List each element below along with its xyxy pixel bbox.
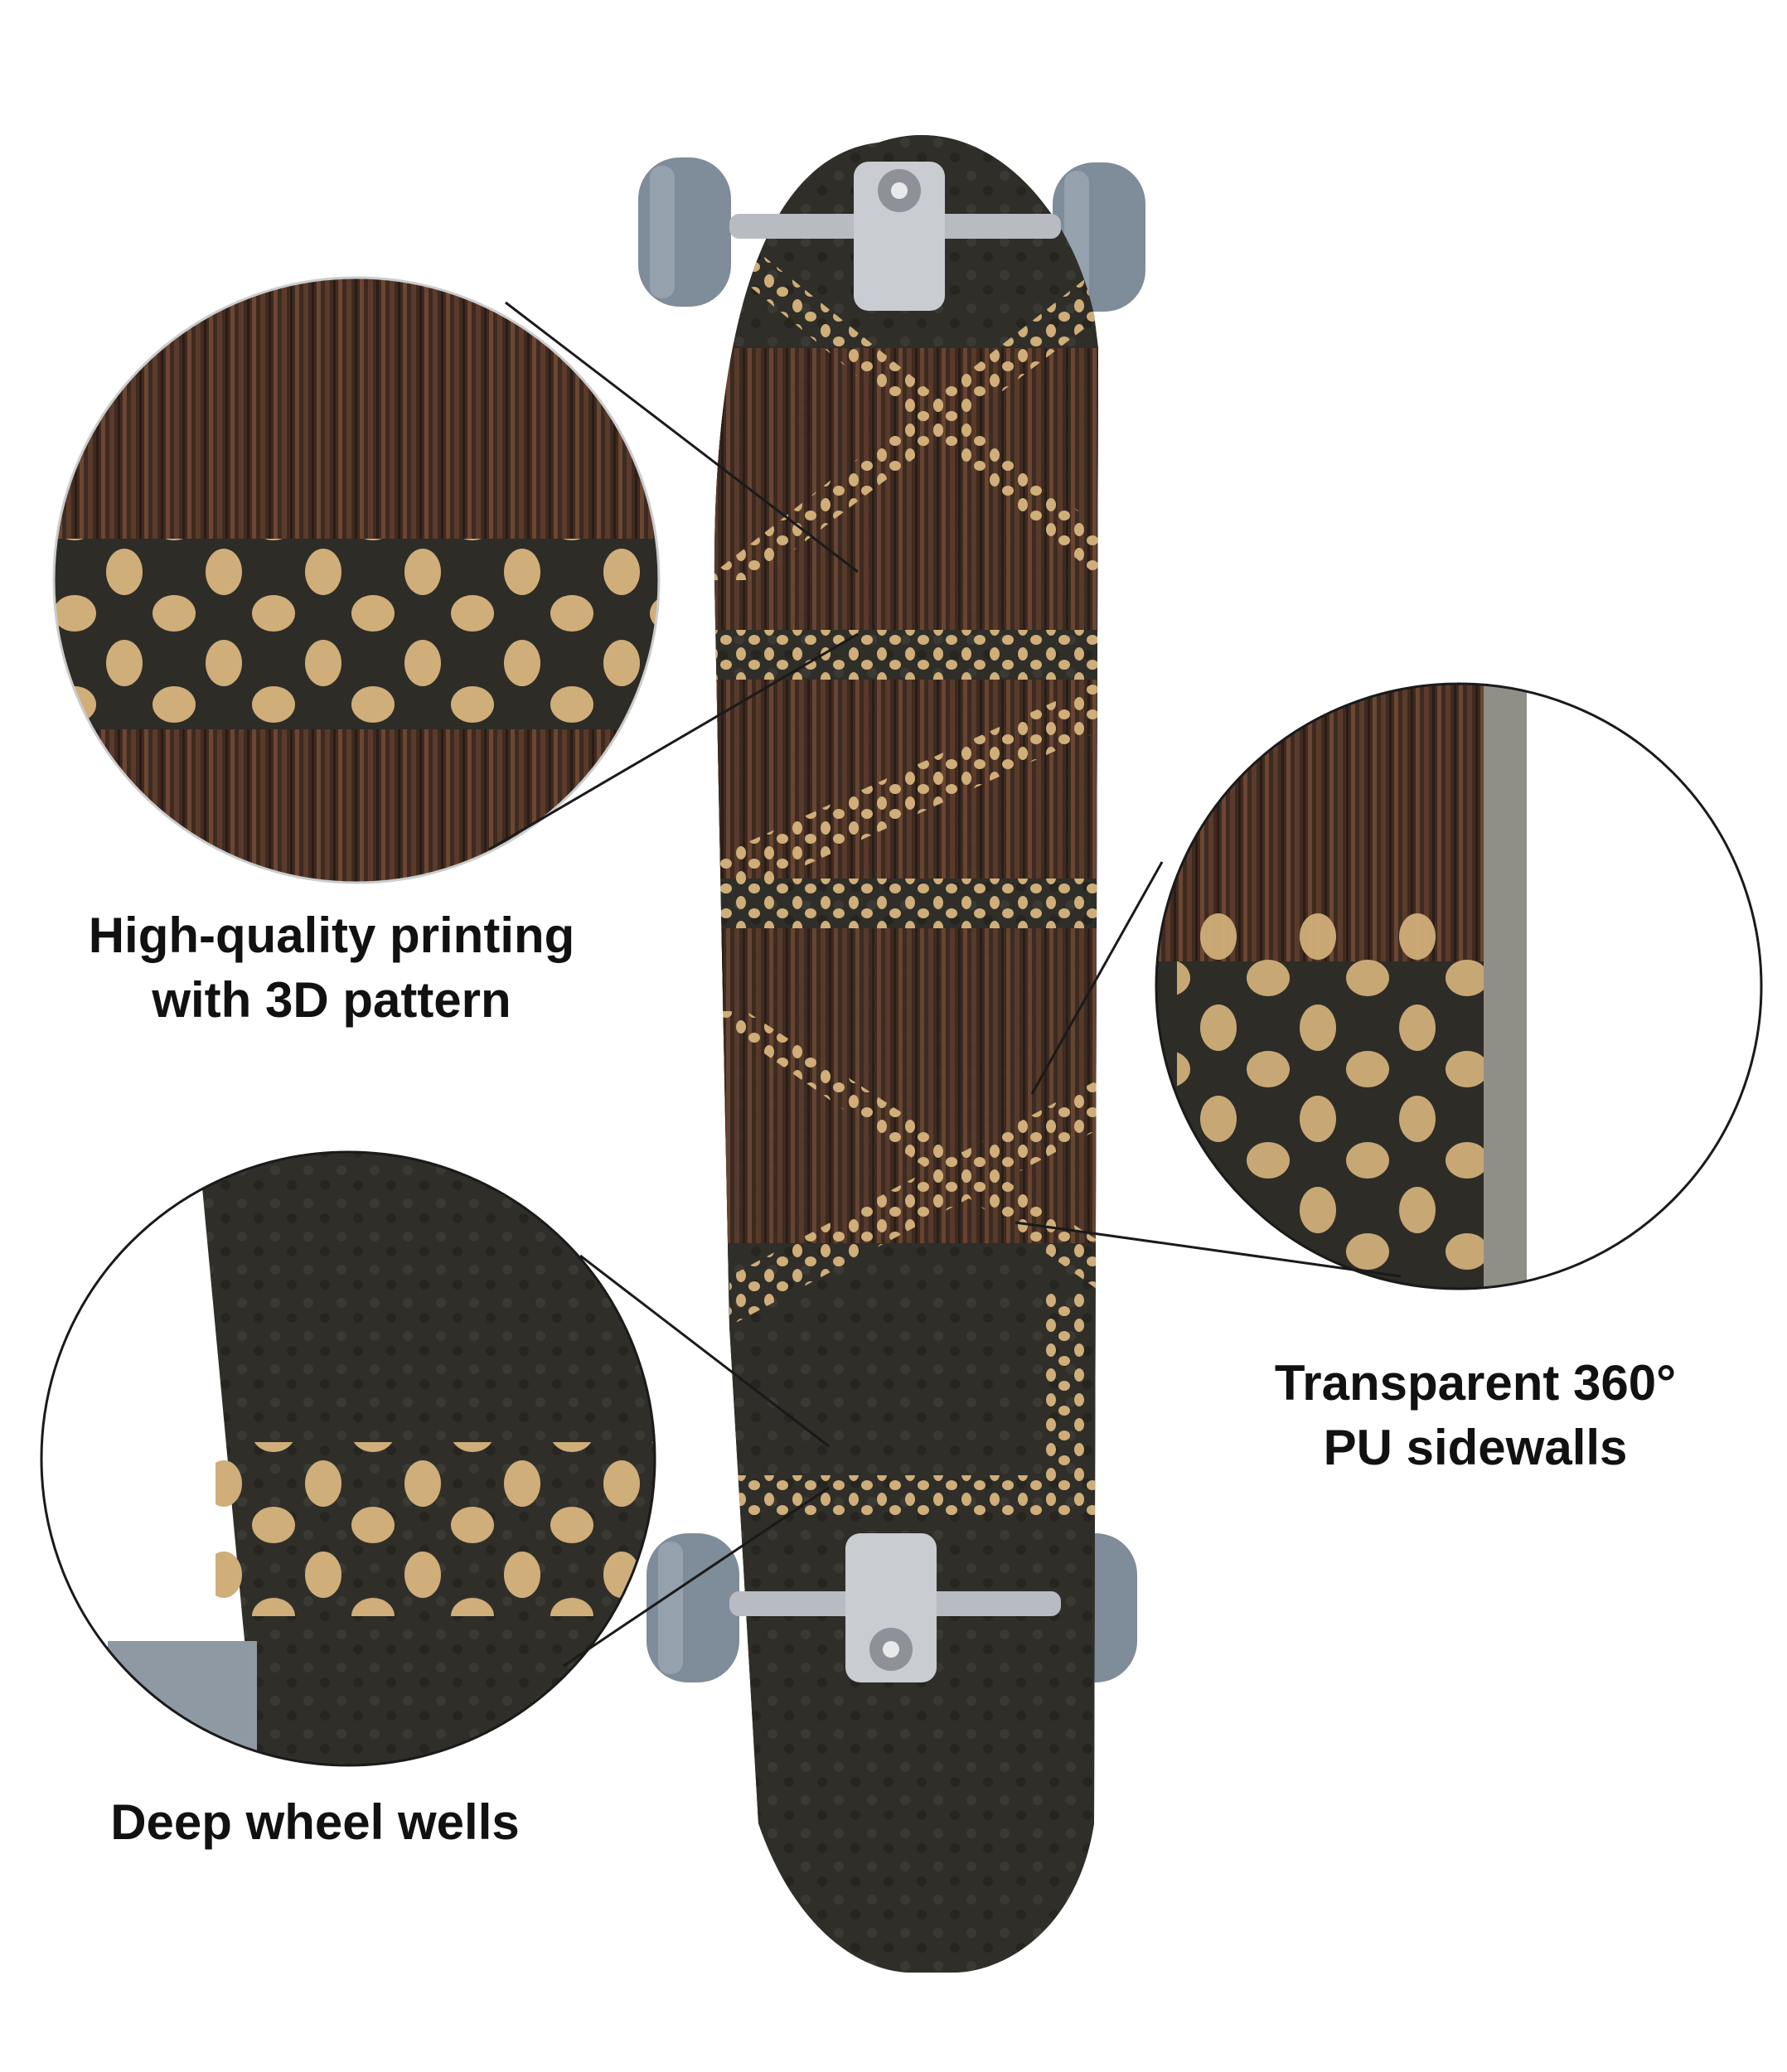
wheel-bottom-left xyxy=(647,1533,739,1682)
caption-printing: High-quality printing with 3D pattern xyxy=(33,903,630,1033)
truck-rear xyxy=(729,1533,1061,1682)
longboard-deck xyxy=(714,134,1098,1973)
caption-wheel-wells: Deep wheel wells xyxy=(33,1790,597,1855)
zoom-circle-sidewalls xyxy=(1155,682,1763,1290)
wheel-top-left xyxy=(638,157,731,307)
caption-wheel-wells-line-1: Deep wheel wells xyxy=(110,1794,520,1850)
caption-sidewalls: Transparent 360° PU sidewalls xyxy=(1177,1351,1774,1480)
leader-lines xyxy=(488,301,1402,1668)
zoom-circle-wheel-wells xyxy=(40,1150,656,1767)
caption-sidewalls-line-2: PU sidewalls xyxy=(1323,1420,1628,1475)
caption-printing-line-2: with 3D pattern xyxy=(152,972,511,1028)
truck-front xyxy=(729,162,1061,311)
caption-printing-line-1: High-quality printing xyxy=(88,908,575,963)
caption-sidewalls-line-1: Transparent 360° xyxy=(1274,1355,1677,1411)
zoom-circle-printing xyxy=(52,276,661,884)
